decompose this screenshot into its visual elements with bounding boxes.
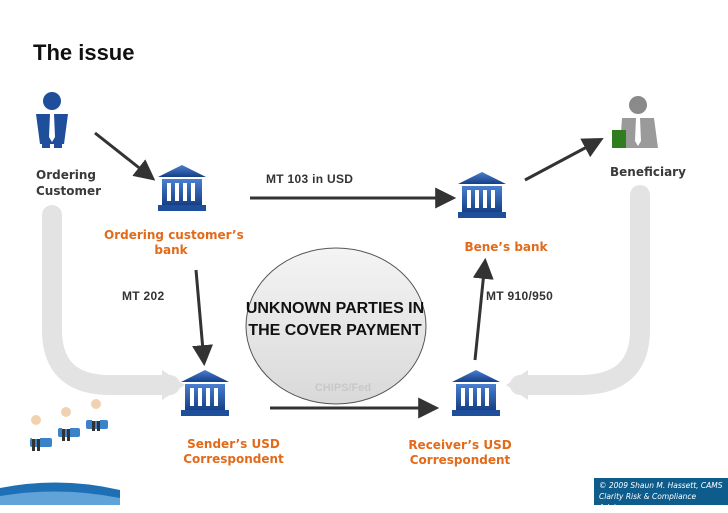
company-line: Clarity Risk & Compliance Advisors xyxy=(599,492,697,512)
arrow-receiver-to-benebank xyxy=(472,257,494,361)
bank-icon-ordering xyxy=(158,165,206,211)
bank-icon-sender-correspondent xyxy=(181,370,229,416)
senders-usd-correspondent-label: Sender’s USD Correspondent xyxy=(183,437,284,466)
left-grey-flow-arrowhead xyxy=(162,370,185,400)
mt103-label: MT 103 in USD xyxy=(266,172,354,186)
ordering-customer-label: Ordering Customer xyxy=(36,168,102,198)
receivers-usd-correspondent-label: Receiver’s USD Correspondent xyxy=(408,438,512,467)
page-title: The issue xyxy=(33,40,135,65)
benes-bank-label: Bene’s bank xyxy=(464,240,548,254)
beneficiary-icon xyxy=(612,96,658,148)
arrow-mt202 xyxy=(192,269,214,367)
left-grey-flow xyxy=(42,205,180,395)
mt202-label: MT 202 xyxy=(122,289,165,303)
beneficiary-label: Beneficiary xyxy=(610,165,686,179)
ordering-customer-icon xyxy=(36,92,68,148)
mt910-label: MT 910/950 xyxy=(486,289,554,303)
arrow-benebank-to-beneficiary xyxy=(524,138,604,182)
unknown-parties-text: UNKNOWN PARTIES IN THE COVER PAYMENT xyxy=(245,300,425,339)
chips-fed-faded-text: CHIPS/Fed xyxy=(314,382,372,394)
bank-icon-receiver-correspondent xyxy=(452,370,500,416)
bank-icon-bene xyxy=(458,172,506,218)
central-oval xyxy=(245,247,427,405)
copyright-footer: © 2009 Shaun M. Hassett, CAMS Clarity Ri… xyxy=(594,478,728,512)
ordering-customers-bank-label: Ordering customer’s bank xyxy=(104,228,244,257)
copyright-line: © 2009 Shaun M. Hassett, CAMS xyxy=(599,481,723,490)
right-grey-flow xyxy=(510,185,650,395)
puzzle-team-illustration xyxy=(0,399,120,505)
right-grey-flow-arrowhead xyxy=(506,370,528,400)
arrow-customer-to-bank xyxy=(94,131,156,181)
